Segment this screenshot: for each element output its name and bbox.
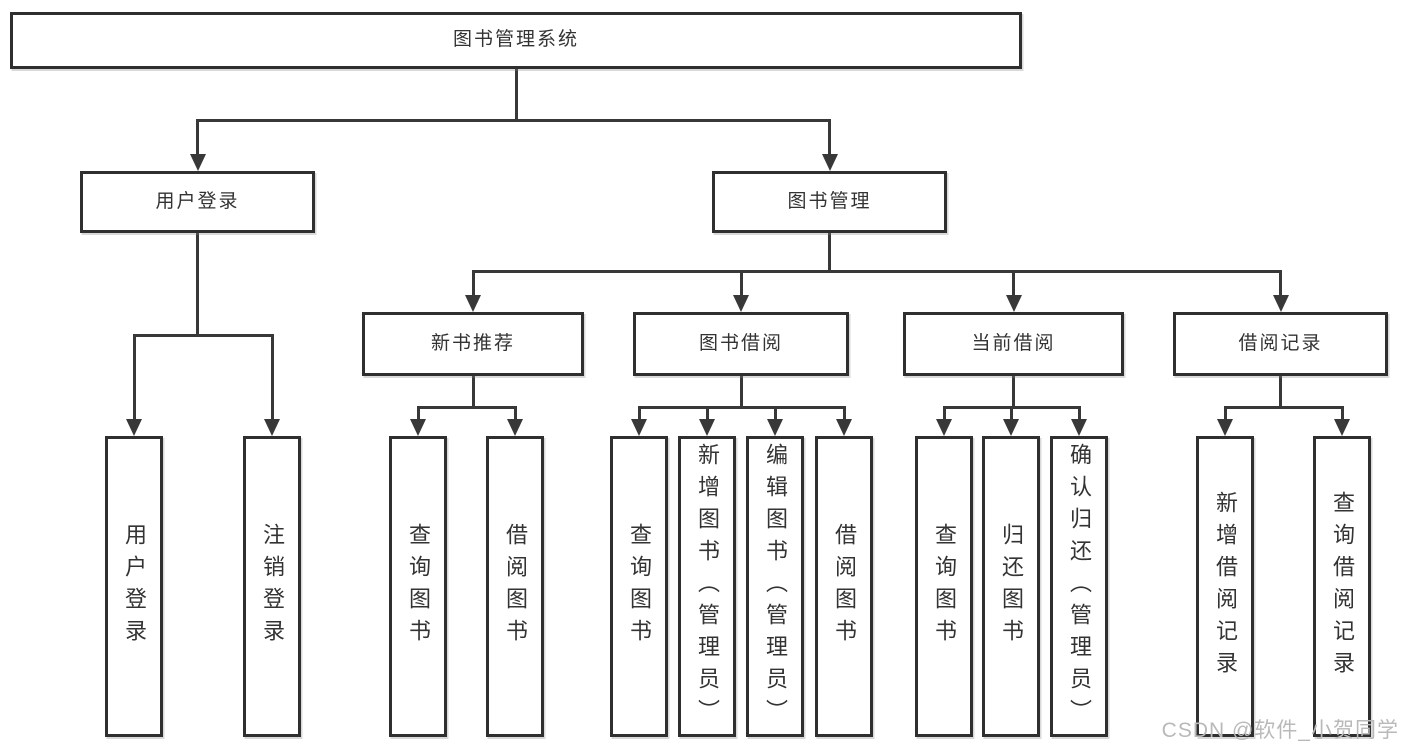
arrow-down-icon — [1071, 419, 1087, 436]
connector-line — [471, 269, 1282, 273]
connector-line — [828, 232, 831, 273]
arrow-down-icon — [264, 419, 280, 436]
connector-line — [1279, 271, 1282, 299]
connector-line — [1077, 407, 1081, 423]
node-add-borrow-record: 新增借阅记录 — [1196, 436, 1254, 737]
connector-line — [196, 232, 199, 337]
node-logout-leaf: 注销登录 — [243, 436, 301, 737]
node-label: 确认归还（管理员） — [1067, 442, 1092, 731]
connector-line — [471, 375, 475, 409]
node-label: 当前借阅 — [971, 332, 1056, 354]
connector-line — [705, 407, 709, 423]
node-label: 借阅图书 — [832, 522, 857, 651]
node-label: 查询借阅记录 — [1330, 490, 1355, 683]
node-query-book-1: 查询图书 — [389, 436, 447, 737]
connector-line — [942, 407, 946, 423]
connector-line — [416, 407, 420, 423]
connector-line — [416, 405, 517, 409]
arrow-down-icon — [699, 419, 715, 436]
arrow-down-icon — [821, 154, 838, 171]
node-label: 注销登录 — [260, 522, 285, 651]
connector-line — [132, 333, 274, 337]
node-label: 查询图书 — [627, 522, 652, 651]
node-label: 归还图书 — [999, 522, 1024, 651]
connector-line — [739, 375, 743, 409]
connector-line — [842, 407, 846, 423]
arrow-down-icon — [936, 419, 952, 436]
arrow-down-icon — [465, 295, 481, 312]
connector-line — [471, 271, 475, 299]
connector-line — [513, 407, 517, 423]
connector-line — [637, 407, 641, 423]
node-label: 图书管理系统 — [452, 29, 579, 51]
connector-line — [739, 271, 743, 299]
node-label: 借阅记录 — [1238, 332, 1323, 354]
connector-line — [1223, 407, 1227, 423]
node-login-leaf: 用户登录 — [105, 436, 163, 737]
node-confirm-return: 确认归还（管理员） — [1050, 436, 1108, 737]
node-label: 借阅图书 — [503, 522, 528, 651]
node-label: 新增图书（管理员） — [695, 442, 720, 731]
connector-line — [1012, 375, 1015, 409]
node-label: 用户登录 — [155, 190, 240, 212]
node-root: 图书管理系统 — [10, 12, 1022, 69]
connector-line — [828, 120, 831, 158]
node-user-login: 用户登录 — [80, 171, 315, 233]
node-label: 图书借阅 — [698, 332, 783, 354]
node-label: 图书管理 — [787, 190, 872, 212]
node-query-book-2: 查询图书 — [610, 436, 668, 737]
arrow-down-icon — [1334, 419, 1350, 436]
node-book-mgmt: 图书管理 — [712, 171, 947, 233]
connector-line — [196, 120, 199, 158]
arrow-down-icon — [410, 419, 426, 436]
node-edit-book: 编辑图书（管理员） — [746, 436, 804, 737]
arrow-down-icon — [1005, 295, 1022, 312]
watermark: CSDN @软件_小贺同学 — [1161, 719, 1399, 742]
node-borrow-book-1: 借阅图书 — [486, 436, 544, 737]
node-book-borrow: 图书借阅 — [633, 312, 849, 376]
node-current-borrow: 当前借阅 — [903, 312, 1124, 376]
node-label: 查询图书 — [406, 522, 431, 651]
arrow-down-icon — [1217, 419, 1233, 436]
arrow-down-icon — [1272, 295, 1289, 312]
node-return-book: 归还图书 — [982, 436, 1040, 737]
connector-line — [1279, 375, 1282, 409]
node-borrow-records: 借阅记录 — [1173, 312, 1388, 376]
connector-line — [132, 335, 136, 423]
connector-line — [1012, 271, 1015, 299]
arrow-down-icon — [1003, 419, 1019, 436]
connector-line — [1340, 407, 1344, 423]
connector-line — [196, 118, 831, 122]
arrow-down-icon — [767, 419, 783, 436]
arrow-down-icon — [507, 419, 523, 436]
node-label: 用户登录 — [122, 522, 147, 651]
arrow-down-icon — [631, 419, 647, 436]
node-query-borrow-record: 查询借阅记录 — [1313, 436, 1371, 737]
connector-line — [1009, 407, 1013, 423]
connector-line — [1223, 405, 1344, 409]
arrow-down-icon — [126, 419, 142, 436]
node-label: 查询图书 — [932, 522, 957, 651]
arrow-down-icon — [733, 295, 749, 312]
node-add-book: 新增图书（管理员） — [678, 436, 736, 737]
node-label: 新增借阅记录 — [1213, 490, 1238, 683]
node-label: 新书推荐 — [430, 332, 515, 354]
connector-line — [514, 68, 518, 122]
node-label: 编辑图书（管理员） — [763, 442, 788, 731]
node-query-book-3: 查询图书 — [915, 436, 973, 737]
node-borrow-book-2: 借阅图书 — [815, 436, 873, 737]
connector-line — [637, 405, 846, 409]
connector-line — [270, 335, 274, 423]
connector-line — [773, 407, 777, 423]
node-new-book-rec: 新书推荐 — [362, 312, 584, 376]
arrow-down-icon — [189, 154, 206, 171]
arrow-down-icon — [836, 419, 852, 436]
